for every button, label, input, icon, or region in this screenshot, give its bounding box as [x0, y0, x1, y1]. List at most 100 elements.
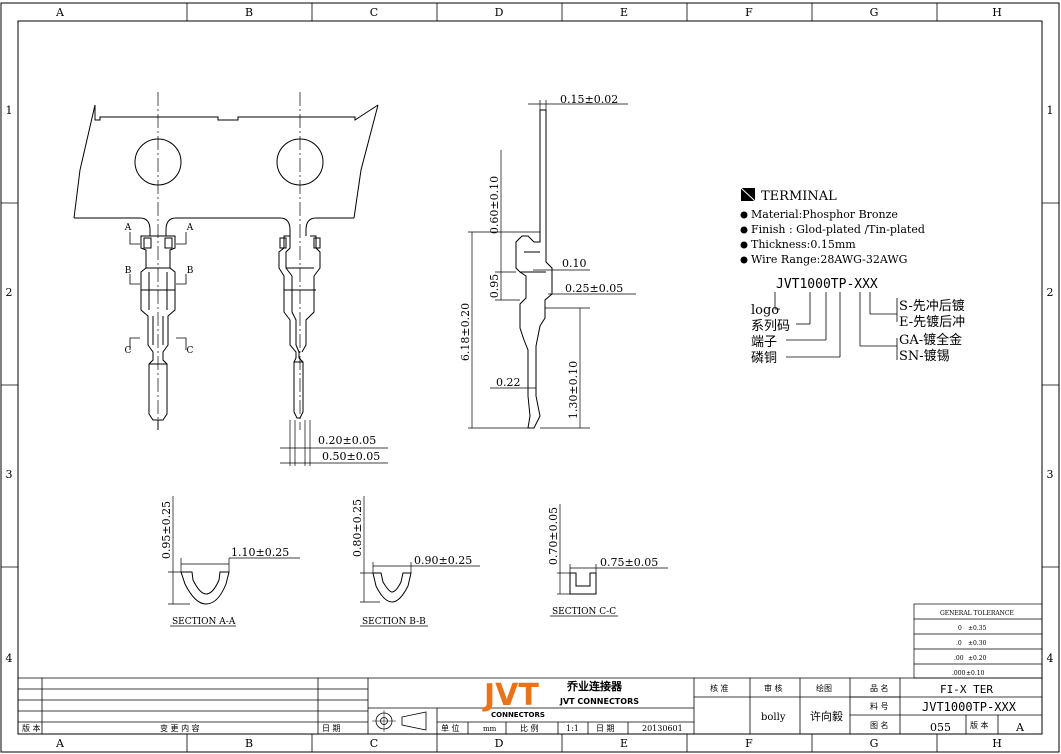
review-label: 审 核 [764, 683, 783, 693]
col-label-c-bottom: C [370, 737, 378, 750]
tol-val-0: ±0.35 [968, 625, 987, 632]
part-number: JVT1000TP-XXX [922, 700, 1017, 714]
col-label-h-top: H [992, 6, 1002, 19]
row-label-1-right: 1 [1047, 104, 1054, 117]
rev-hdr-content: 变 更 内 容 [160, 723, 200, 733]
tol-val-1: ±0.30 [968, 640, 987, 647]
unit-label: 单 位 [441, 723, 460, 733]
row-label-4-right: 4 [1047, 652, 1054, 665]
company-en: JVT CONNECTORS [559, 697, 639, 706]
sec-b-width: 0.90±0.25 [414, 554, 472, 567]
col-label-f-top: F [745, 6, 753, 19]
row-label-3-right: 3 [1047, 468, 1054, 481]
rev-hdr-version: 版 本 [22, 723, 41, 733]
section-a-label: SECTION A-A [172, 617, 236, 627]
row-label-4-left: 4 [6, 652, 13, 665]
dim-0-20: 0.20±0.05 [318, 434, 376, 447]
code-opt-e: E-先镀后冲 [899, 314, 965, 330]
spec-thickness: Thickness:0.15mm [751, 238, 856, 251]
drawing-number: 055 [930, 721, 951, 734]
dim-1-30: 1.30±0.10 [567, 361, 580, 419]
cut-b-right: B [187, 266, 194, 276]
company-cn: 乔业连接器 [566, 679, 623, 693]
scale-value: 1:1 [566, 724, 579, 733]
version-label: 版 本 [970, 720, 989, 730]
col-label-b-top: B [245, 6, 253, 19]
part-code: JVT1000TP-XXX [776, 277, 878, 292]
date-value: 20130601 [642, 724, 683, 733]
reviewer-name: bolly [761, 712, 786, 723]
section-b-shape [360, 496, 480, 627]
col-label-e-bottom: E [620, 737, 628, 750]
jvt-logo: JVT CONNECTORS 乔业连接器 JVT CONNECTORS [482, 678, 639, 719]
carrier-strip-view [73, 92, 379, 430]
sec-c-width: 0.75±0.05 [600, 556, 658, 569]
col-label-d-bottom: D [495, 737, 504, 750]
terminal-title: TERMINAL [761, 189, 837, 204]
drawno-label: 图 名 [870, 720, 889, 730]
part-code-breakdown [774, 292, 898, 360]
sec-a-height: 0.95±0.25 [160, 501, 173, 559]
col-label-h-bottom: H [992, 737, 1002, 750]
code-label-logo: logo [751, 303, 779, 318]
section-c-shape [550, 504, 668, 617]
tol-dec-3: .000 [952, 670, 966, 677]
section-b-label: SECTION B-B [362, 617, 426, 627]
dim-0-95: 0.95 [488, 274, 501, 299]
section-a-shape [168, 496, 300, 627]
tol-dec-0: 0 [958, 625, 962, 632]
col-label-g-top: G [870, 6, 879, 19]
col-label-e-top: E [620, 6, 628, 19]
code-opt-ga: GA-镀全金 [899, 332, 962, 348]
col-label-a-bottom: A [55, 737, 65, 750]
tol-dec-2: .00 [954, 655, 964, 662]
dim-0-10: 0.10 [562, 257, 587, 270]
dim-0-60: 0.60±0.10 [488, 176, 501, 234]
logo-text: JVT [482, 678, 539, 713]
projection-symbol-icon [372, 710, 427, 732]
dim-0-22: 0.22 [496, 376, 521, 389]
col-label-d-top: D [495, 6, 504, 19]
drafter-name: 许向毅 [810, 709, 843, 723]
draw-label: 绘图 [816, 683, 832, 693]
spec-material: Material:Phosphor Bronze [751, 208, 898, 221]
side-profile-view [468, 100, 636, 429]
product-name: FI-X TER [940, 683, 993, 696]
row-label-2-right: 2 [1047, 286, 1054, 299]
col-label-c-top: C [370, 6, 378, 19]
tolerance-title: GENERAL TOLERANCE [940, 610, 1014, 617]
dim-0-25: 0.25±0.05 [565, 282, 623, 295]
cut-a-right: A [186, 223, 194, 233]
spec-finish: Finish : Glod-plated /Tin-plated [751, 223, 925, 236]
sec-b-height: 0.80±0.25 [351, 499, 364, 557]
terminal-info [740, 187, 756, 264]
sec-a-width: 1.10±0.25 [231, 546, 289, 559]
code-label-series: 系列码 [751, 319, 790, 334]
code-label-material: 磷铜 [751, 351, 777, 366]
col-label-b-bottom: B [245, 737, 253, 750]
width-dims [280, 420, 388, 466]
unit-value: mm [483, 725, 497, 733]
code-opt-s: S-先冲后镀 [899, 298, 965, 314]
col-label-g-bottom: G [870, 737, 879, 750]
rev-hdr-date: 日 期 [322, 724, 341, 733]
version-value: A [1015, 721, 1025, 734]
inner-frame [17, 20, 1043, 735]
row-ticks [1, 202, 1059, 568]
scale-label: 比 例 [520, 723, 539, 733]
cut-a-left: A [124, 223, 132, 233]
row-label-3-left: 3 [6, 468, 13, 481]
col-label-a-top: A [55, 6, 65, 19]
tol-val-3: ±0.10 [966, 670, 985, 677]
dim-6-18: 6.18±0.20 [459, 303, 472, 361]
cut-b-left: B [125, 266, 132, 276]
cut-c-left: C [125, 346, 132, 356]
code-label-terminal: 端子 [751, 335, 777, 350]
column-ticks [186, 3, 938, 752]
logo-sub: CONNECTORS [491, 711, 545, 719]
name-label: 品 名 [870, 683, 889, 693]
cut-c-right: C [187, 346, 194, 356]
partno-label: 料 号 [870, 701, 889, 711]
